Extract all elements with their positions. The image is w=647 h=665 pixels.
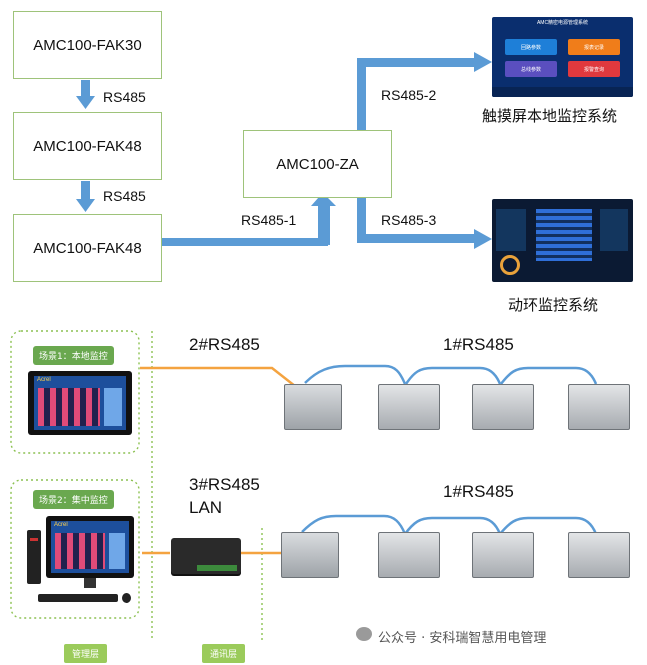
- tile-3-label: 总线参数: [520, 66, 541, 73]
- monitor-stand: [84, 578, 96, 588]
- meter-top-1: [284, 384, 342, 430]
- meter-top-2: [378, 384, 440, 430]
- scene1-side: [104, 388, 122, 426]
- fak30-box: AMC100-FAK30: [13, 11, 162, 79]
- link-label-out2: RS485-2: [381, 87, 437, 103]
- link-label-1: RS485: [103, 89, 146, 105]
- touch-title: AMC精密电源管理系统: [536, 20, 589, 26]
- scene2-tower: [27, 530, 41, 584]
- za-label: AMC100-ZA: [276, 155, 359, 173]
- tile-1-label: 回路参数: [520, 44, 541, 51]
- env-system-label: 动环监控系统: [508, 296, 599, 314]
- tile-2: 报表记录: [568, 39, 620, 55]
- scene2-monitor: Acrel: [46, 516, 134, 578]
- scene2-brand: Acrel: [54, 522, 68, 528]
- tile-4: 报警查询: [568, 61, 620, 77]
- layer-mgmt-tag: 管理层: [64, 644, 108, 663]
- scene1-monitor: Acrel: [28, 371, 132, 435]
- fak48-box-a: AMC100-FAK48: [13, 112, 162, 180]
- scene1-screen: Acrel: [34, 376, 126, 430]
- bus-3-label: 3#RS485: [189, 475, 260, 494]
- meter-bot-3: [472, 532, 534, 578]
- tile-4-label: 报警查询: [583, 66, 604, 73]
- tower-led: [30, 538, 38, 541]
- meter-top-3: [472, 384, 534, 430]
- tile-2-label: 报表记录: [583, 44, 604, 51]
- bus-2-label: 2#RS485: [189, 335, 260, 354]
- za-box: AMC100-ZA: [243, 130, 392, 198]
- fak48-label-a: AMC100-FAK48: [33, 137, 142, 155]
- env-monitor-image: [492, 199, 633, 282]
- env-panel-left: [496, 209, 526, 251]
- tile-3: 总线参数: [505, 61, 557, 77]
- bus-lan-label: LAN: [189, 498, 223, 517]
- gateway-device: [171, 538, 241, 574]
- fak48-label-b: AMC100-FAK48: [33, 239, 142, 257]
- wechat-icon: [356, 627, 372, 641]
- env-panel-right: [600, 209, 628, 251]
- scene2-tag: 场景2：集中监控: [33, 490, 114, 509]
- link-label-za: RS485-1: [241, 212, 297, 228]
- meter-bot-1: [281, 532, 339, 578]
- tile-1: 回路参数: [505, 39, 557, 55]
- touch-footer: [492, 87, 633, 97]
- scene1-tag: 场景1：本地监控: [33, 346, 114, 365]
- scene2-side: [109, 533, 125, 569]
- scene1-brand: Acrel: [37, 377, 51, 383]
- scene2-screen: Acrel: [51, 521, 129, 573]
- touch-system-label: 触摸屏本地监控系统: [482, 107, 618, 125]
- scene2-table: [55, 533, 105, 569]
- meter-top-4: [568, 384, 630, 430]
- meter-bot-4: [568, 532, 630, 578]
- link-label-2: RS485: [103, 188, 146, 204]
- env-rack: [536, 209, 592, 261]
- link-label-out3: RS485-3: [381, 212, 437, 228]
- fak48-box-b: AMC100-FAK48: [13, 214, 162, 282]
- layer-comm-tag: 通讯层: [202, 644, 246, 663]
- bus-1a-label: 1#RS485: [443, 335, 514, 354]
- keyboard: [38, 594, 118, 602]
- mouse: [122, 593, 131, 603]
- env-gauge: [500, 255, 520, 275]
- scene1-table: [38, 388, 100, 426]
- meter-bot-2: [378, 532, 440, 578]
- watermark-text: 公众号 · 安科瑞智慧用电管理: [378, 631, 547, 646]
- fak30-label: AMC100-FAK30: [33, 36, 142, 54]
- bus-1b-label: 1#RS485: [443, 482, 514, 501]
- gateway-terminals: [197, 565, 237, 571]
- touchscreen-image: AMC精密电源管理系统 回路参数 报表记录 总线参数 报警查询: [492, 17, 633, 97]
